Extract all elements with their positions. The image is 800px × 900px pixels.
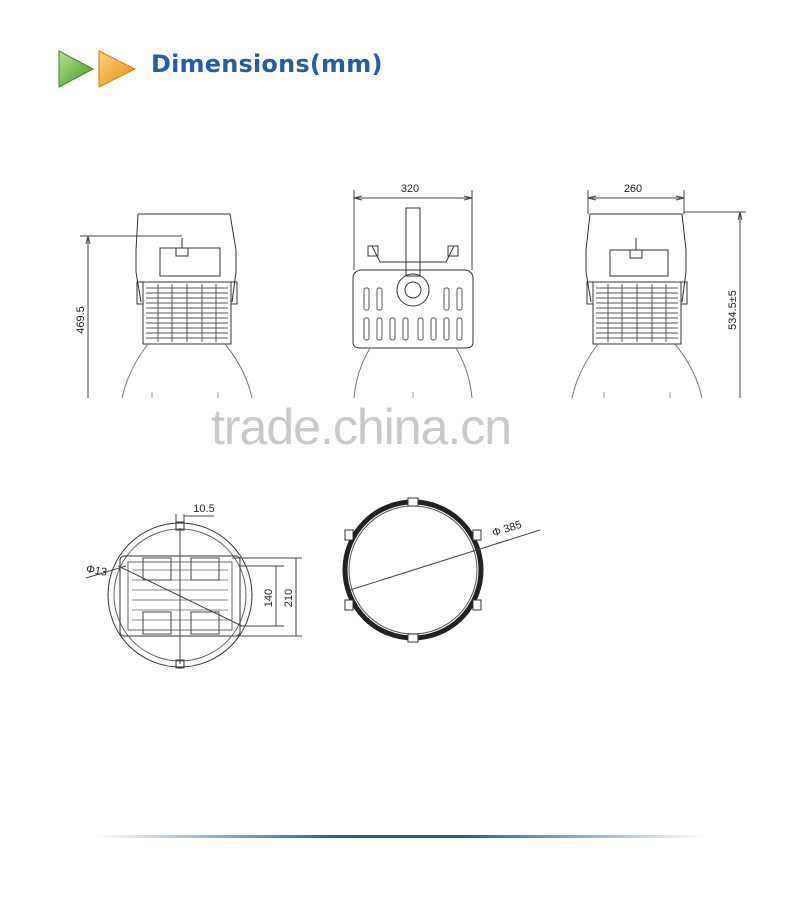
dim-mount-outer: 210 bbox=[283, 589, 295, 607]
dim-back-width: 260 bbox=[624, 183, 642, 195]
dim-front-width: 320 bbox=[401, 183, 419, 195]
back-heatsink-fins bbox=[596, 284, 678, 342]
back-view bbox=[571, 190, 746, 399]
dim-bottom-offset: 10.5 bbox=[193, 503, 214, 515]
play-arrow-orange-icon bbox=[98, 50, 137, 88]
front-view bbox=[352, 190, 474, 399]
side-view bbox=[80, 213, 253, 399]
watermark: trade.china.cn bbox=[211, 399, 512, 455]
play-arrow-green-icon bbox=[58, 50, 95, 88]
front-vent-slots bbox=[363, 287, 463, 341]
page-title: Dimensions(mm) bbox=[151, 50, 383, 78]
header-arrows bbox=[58, 50, 137, 88]
ring-view bbox=[342, 497, 541, 643]
bottom-view bbox=[85, 514, 302, 669]
dim-hole-diameter: Φ13 bbox=[85, 563, 108, 578]
dim-side-height: 469.5 bbox=[75, 306, 87, 334]
footer-divider bbox=[95, 835, 705, 838]
section-header bbox=[55, 45, 147, 93]
dim-total-height: 534.5±5 bbox=[727, 290, 739, 330]
side-heatsink-fins bbox=[146, 284, 228, 342]
dim-mount-inner: 140 bbox=[263, 589, 275, 607]
